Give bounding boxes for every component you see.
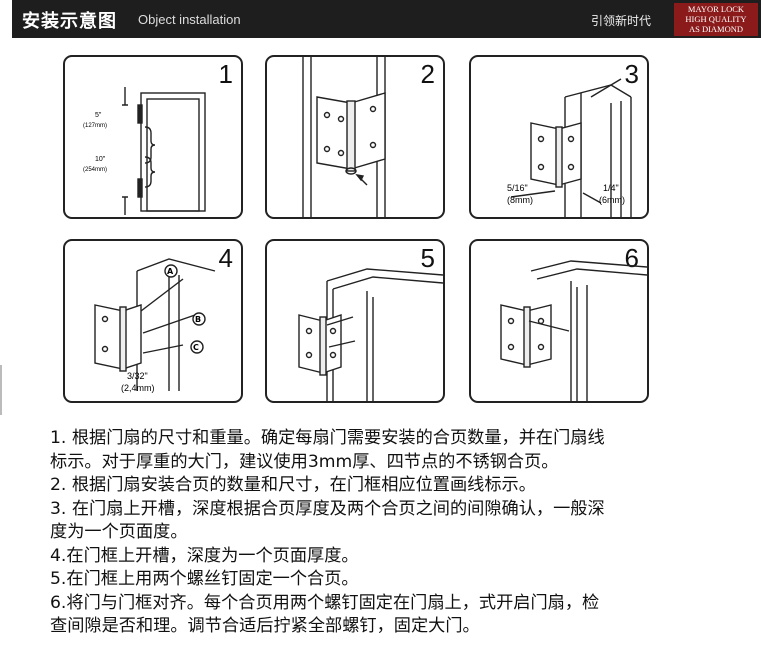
panel-number: 5	[420, 243, 435, 273]
page-edge-mark	[0, 365, 2, 415]
step-line: 5.在门框上用两个螺丝钉固定一个合页。	[50, 569, 359, 589]
dimension-label: 10"	[95, 156, 106, 163]
page-subtitle: Object installation	[138, 12, 241, 27]
tool-label: A	[167, 267, 174, 276]
installation-steps: 1. 根据门扇的尺寸和重量。确定每扇门需要安装的合页数量，并在门扇线 标示。对于…	[50, 427, 750, 639]
brand-logo: MAYOR LOCK HIGH QUALITY AS DIAMOND	[674, 3, 758, 36]
diagram-panel-1: 1 5" (127mm) 10" (254mm)	[63, 55, 243, 219]
dimension-label: (8mm)	[507, 195, 533, 205]
step-line: 6.将门与门框对齐。每个合页用两个螺钉固定在门扇上，式开启门扇，检	[50, 592, 600, 613]
step-line: 1. 根据门扇的尺寸和重量。确定每扇门需要安装的合页数量，并在门扇线	[50, 428, 605, 448]
diagram-panel-4: 4 A B C 3/32" (2,4mm)	[63, 239, 243, 403]
hinge-illustration	[302, 57, 386, 217]
frame-hinge-illustration	[298, 268, 443, 401]
step-line: 3. 在门扇上开槽，深度根据合页厚度及两个合页之间的间隙确认，一般深	[50, 498, 605, 519]
hinge-gap-illustration: 5/16" (8mm) 1/4" (6mm)	[507, 78, 632, 217]
tool-label: C	[193, 343, 199, 352]
brand-line: MAYOR LOCK	[687, 4, 745, 14]
brand-line: AS DIAMOND	[688, 24, 744, 34]
step-line: 度为一个页面度。	[50, 522, 188, 542]
drilling-illustration: A B C 3/32" (2,4mm)	[94, 258, 216, 393]
door-measurement-illustration: 5" (127mm) 10" (254mm)	[83, 87, 206, 215]
panel-number: 4	[218, 243, 233, 273]
diagram-panel-3: 3 5/16" (8mm) 1/4" (6mm)	[469, 55, 649, 219]
diagram-panel-6: 6	[469, 239, 649, 403]
header-bar: 安装示意图 Object installation 引领新时代 MAYOR LO…	[12, 0, 761, 38]
step-line: 查间隙是否和理。调节合适后拧紧全部螺钉，固定大门。	[50, 616, 480, 636]
slogan: 引领新时代	[591, 14, 652, 28]
door-alignment-illustration	[500, 260, 647, 401]
dimension-label: 3/32"	[127, 371, 148, 381]
dimension-label: (254mm)	[83, 167, 107, 173]
diagram-panel-2: 2	[265, 55, 445, 219]
dimension-label: (2,4mm)	[121, 383, 155, 393]
brand-line: HIGH QUALITY	[685, 14, 747, 24]
tool-label: B	[195, 315, 201, 324]
step-line: 4.在门框上开槽，深度为一个页面厚度。	[50, 545, 359, 566]
step-line: 标示。对于厚重的大门，建议使用3mm厚、四节点的不锈钢合页。	[50, 451, 559, 472]
diagram-panel-5: 5	[265, 239, 445, 403]
step-line: 2. 根据门扇安装合页的数量和尺寸，在门框相应位置画线标示。	[50, 475, 536, 495]
panel-number: 3	[624, 59, 639, 89]
dimension-label: (127mm)	[83, 123, 107, 129]
panel-number: 2	[420, 59, 435, 89]
dimension-label: 1/4"	[603, 183, 619, 193]
panel-number: 1	[218, 59, 233, 89]
page-title: 安装示意图	[22, 11, 117, 32]
dimension-label: (6mm)	[599, 195, 625, 205]
dimension-label: 5/16"	[507, 183, 528, 193]
dimension-label: 5"	[95, 112, 102, 119]
